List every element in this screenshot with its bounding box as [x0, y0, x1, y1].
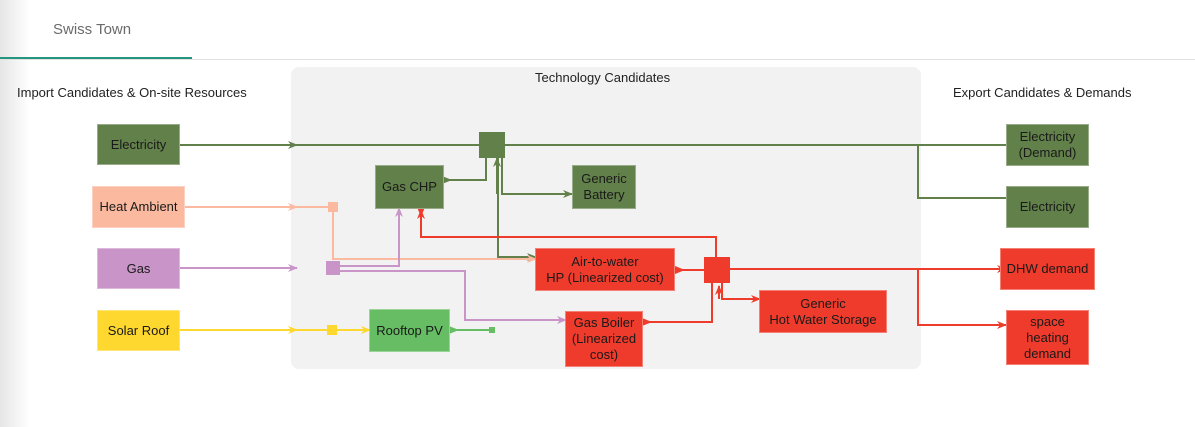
wire-elec-to-hp — [497, 158, 537, 261]
import-gas[interactable]: Gas — [97, 248, 180, 289]
export-space-heating-demand[interactable]: space heating demand — [1006, 310, 1089, 365]
boiler-output-port — [642, 318, 652, 326]
left-edge-shadow — [0, 0, 30, 427]
tech-gas-boiler[interactable]: Gas Boiler (Linearized cost) — [565, 311, 643, 367]
tech-air-to-water-hp[interactable]: Air-to-water HP (Linearized cost) — [535, 248, 675, 291]
exports-section-title: Export Candidates & Demands — [953, 85, 1132, 100]
wire-gas-to-chp — [340, 207, 403, 267]
tab-bar: Swiss Town — [0, 0, 1195, 60]
export-electricity[interactable]: Electricity — [1006, 186, 1089, 228]
tab-label: Swiss Town — [53, 21, 132, 38]
wire-heat-storage — [721, 283, 761, 303]
import-solar-roof[interactable]: Solar Roof — [97, 310, 180, 351]
gas-hub — [326, 261, 340, 275]
chp-output-port — [442, 176, 452, 184]
import-electricity[interactable]: Electricity — [97, 124, 180, 165]
electricity-hub — [479, 132, 505, 158]
solar-hub — [327, 325, 337, 335]
tech-gas-chp[interactable]: Gas CHP — [375, 165, 444, 209]
wire-space-heating — [917, 269, 1007, 329]
tech-generic-battery[interactable]: Generic Battery — [572, 165, 636, 209]
wire-boiler-to-heat-hub — [642, 283, 713, 323]
wire-electricity-export — [917, 145, 1016, 202]
heat-hub — [704, 257, 730, 283]
chp-heat-port — [417, 207, 425, 217]
wire-gas-to-boiler — [340, 270, 567, 324]
imports-section-title: Import Candidates & On-site Resources — [17, 85, 247, 100]
heat-ambient-hub — [328, 202, 338, 212]
tech-hot-water-storage[interactable]: Generic Hot Water Storage — [759, 290, 887, 333]
wire-heat-to-chp — [417, 209, 717, 258]
wire-heat-ambient-to-hp — [332, 207, 537, 263]
export-dhw-demand[interactable]: DHW demand — [1000, 248, 1095, 290]
wire-battery — [501, 158, 573, 198]
hp-output-port — [675, 266, 685, 274]
tech-rooftop-pv[interactable]: Rooftop PV — [369, 309, 450, 352]
export-electricity-demand[interactable]: Electricity (Demand) — [1006, 124, 1089, 166]
wire-chp-to-elec-bus — [445, 158, 487, 181]
pv-output-hub — [489, 327, 495, 333]
technologies-section-title: Technology Candidates — [535, 70, 671, 85]
tab-swiss-town[interactable]: Swiss Town — [0, 0, 192, 59]
import-heat-ambient[interactable]: Heat Ambient — [92, 186, 185, 228]
